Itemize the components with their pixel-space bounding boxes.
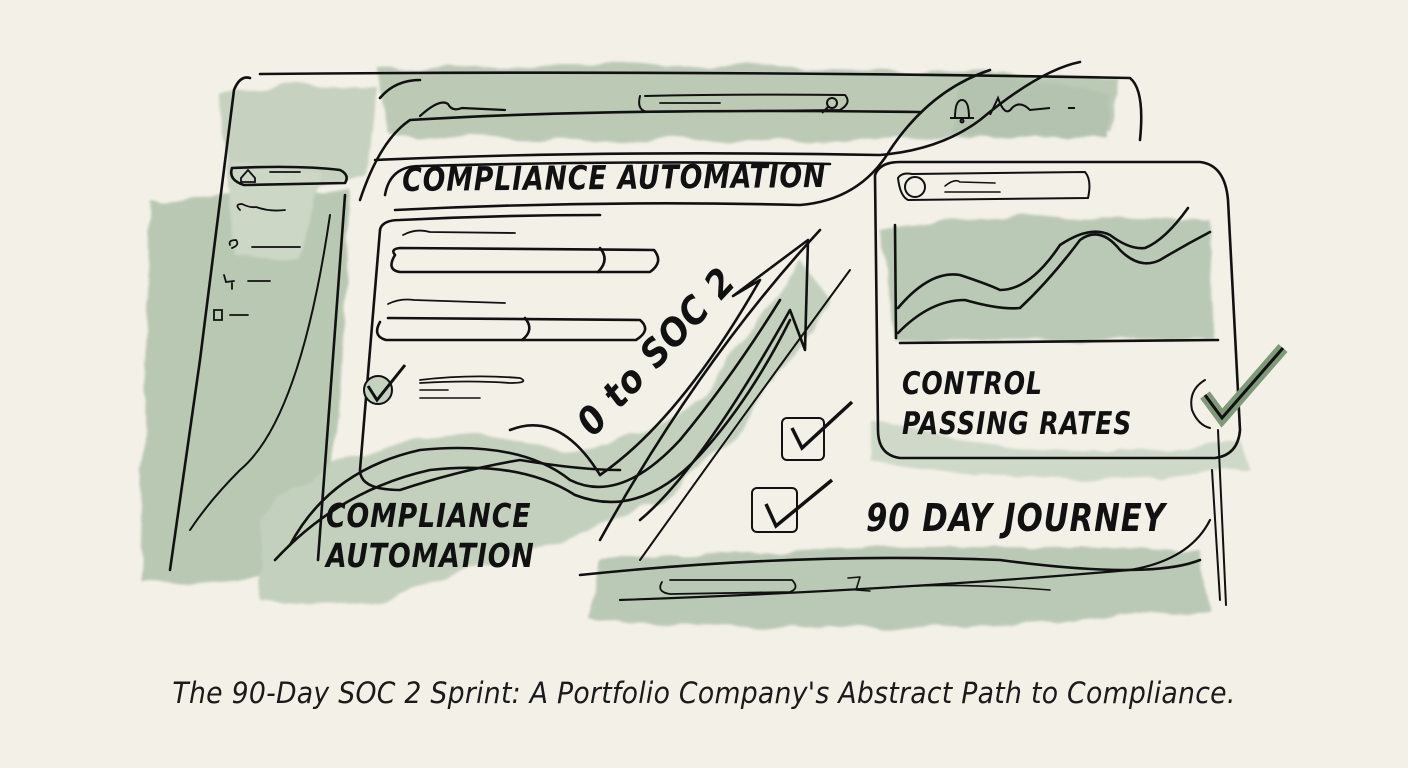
- ink-linework: [168, 60, 1242, 606]
- check-item-icon: [363, 364, 407, 405]
- caption: The 90-Day SOC 2 Sprint: A Portfolio Com…: [172, 676, 1236, 710]
- watercolor-washes: [140, 64, 1250, 628]
- journey-label: 90 Day Journey: [866, 496, 1166, 540]
- checkbox-icon-1: [781, 400, 854, 461]
- bell-icon[interactable]: [950, 98, 974, 124]
- lower-left-label: Compliance Automation: [326, 496, 535, 575]
- home-icon[interactable]: [240, 168, 301, 183]
- scribble-icon[interactable]: [236, 203, 286, 212]
- document-icon[interactable]: [213, 309, 249, 321]
- user-scribble: [989, 95, 1075, 116]
- branch-icon[interactable]: [223, 274, 271, 290]
- check-marks: [363, 344, 1288, 533]
- chart-card-label: Control Passing Rates: [902, 366, 1133, 442]
- link-icon[interactable]: [228, 239, 301, 249]
- check-icon-large: [1200, 344, 1288, 428]
- search-icon[interactable]: [821, 97, 838, 114]
- sidebar-icons: [213, 168, 301, 321]
- checkbox-icon-2: [751, 478, 834, 533]
- main-title: Compliance Automation: [402, 155, 827, 199]
